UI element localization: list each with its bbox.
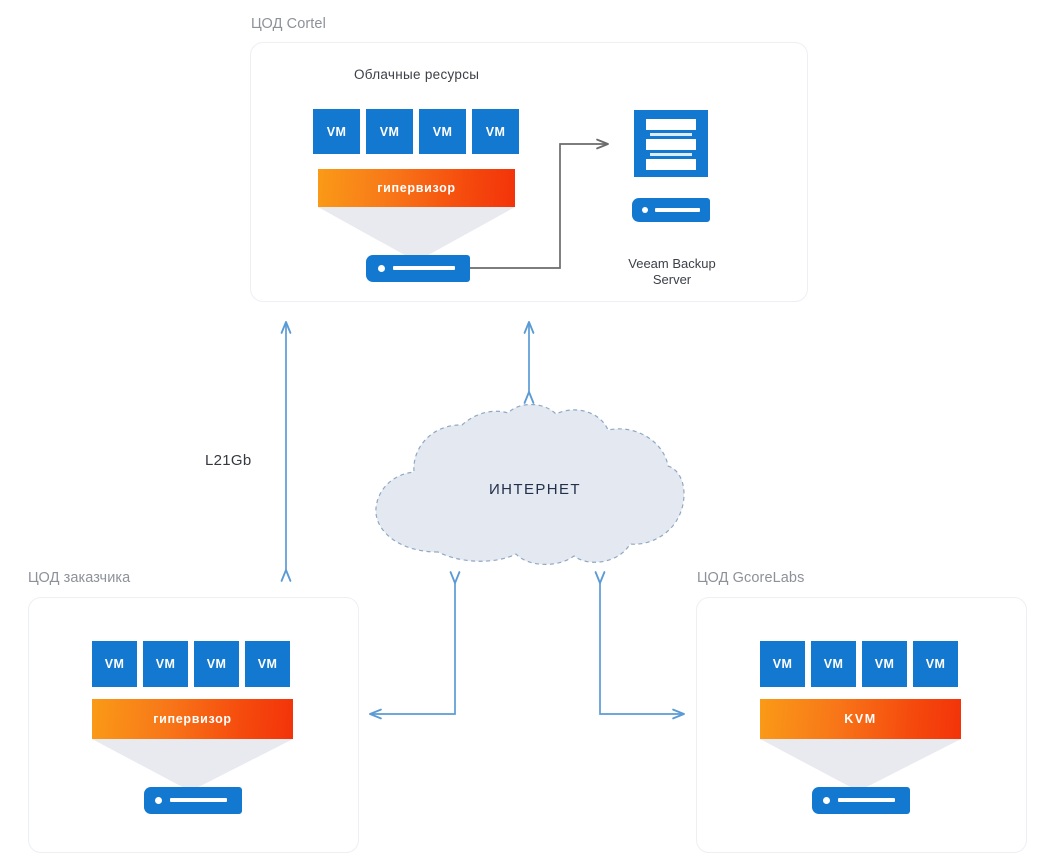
server-led (823, 797, 830, 804)
server-icon-veeam (632, 198, 710, 222)
panel-title-cortel: ЦОД Cortel (251, 16, 326, 32)
server-led (155, 797, 162, 804)
cloud-label-internet: ИНТЕРНЕТ (489, 481, 581, 498)
hypervisor-bar-cortel: гипервизор (318, 169, 515, 207)
vm-box: VM (862, 641, 907, 687)
vm-box: VM (143, 641, 188, 687)
server-slot (655, 208, 700, 212)
server-icon-cortel (366, 255, 470, 282)
vm-box: VM (194, 641, 239, 687)
vm-box: VM (913, 641, 958, 687)
server-slot (393, 266, 455, 270)
server-slot (838, 798, 895, 802)
vm-row-customer: VM VM VM VM (92, 641, 290, 687)
vm-box: VM (760, 641, 805, 687)
vm-box: VM (419, 109, 466, 154)
veeam-backup-icon (634, 110, 708, 177)
section-title-cloud-resources: Облачные ресурсы (354, 67, 480, 82)
hypervisor-bar-gcorelabs: KVM (760, 699, 961, 739)
panel-title-customer: ЦОД заказчика (28, 570, 131, 586)
link-arrow-cloud-to-customer (369, 571, 461, 720)
server-icon-customer (144, 787, 242, 814)
server-led (378, 265, 385, 272)
vm-box: VM (366, 109, 413, 154)
panel-title-gcorelabs: ЦОД GcoreLabs (697, 570, 805, 586)
server-slot (170, 798, 227, 802)
vm-row-gcorelabs: VM VM VM VM (760, 641, 958, 687)
vm-box: VM (472, 109, 519, 154)
internet-cloud (368, 403, 692, 572)
veeam-server-label: Veeam Backup Server (628, 256, 716, 287)
link-label-l21gb: L21Gb (205, 452, 252, 469)
server-led (642, 207, 648, 213)
vm-box: VM (92, 641, 137, 687)
link-arrow-cloud-to-gcorelabs (594, 571, 685, 720)
vm-box: VM (313, 109, 360, 154)
server-icon-gcorelabs (812, 787, 910, 814)
vm-box: VM (811, 641, 856, 687)
hypervisor-bar-customer: гипервизор (92, 699, 293, 739)
vm-box: VM (245, 641, 290, 687)
vm-row-cortel: VM VM VM VM (313, 109, 519, 154)
